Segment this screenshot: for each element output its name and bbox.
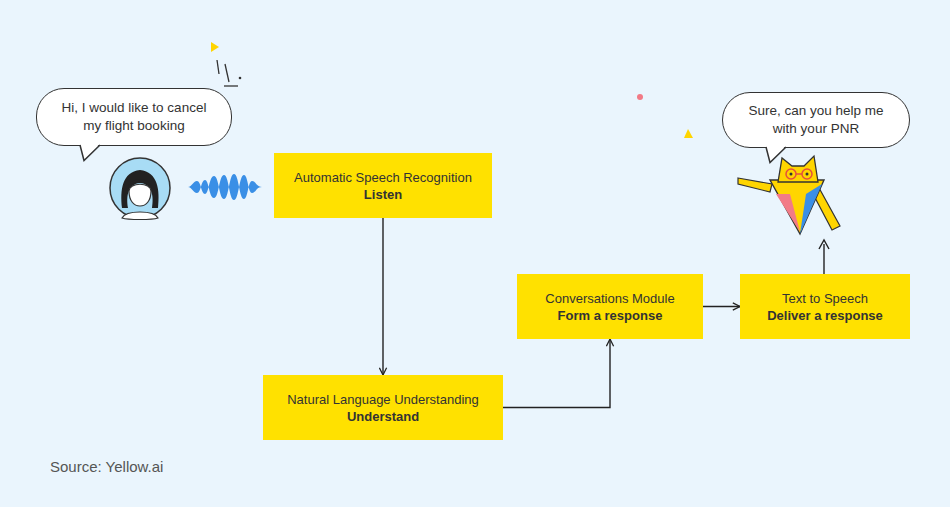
flow-arrow: [703, 306, 740, 307]
bubble-tail: [80, 144, 100, 161]
node-subtitle: Form a response: [558, 307, 663, 324]
node-subtitle: Listen: [364, 186, 402, 203]
node-title: Sure, can you help me with your PNR: [741, 102, 891, 138]
output-arrowhead: [819, 240, 829, 249]
process-box: Text to SpeechDeliver a response: [740, 274, 910, 339]
decor-stroke: [224, 85, 238, 86]
decor-stroke: [217, 60, 219, 74]
bubble-tail-outline: [766, 147, 786, 163]
flow-arrow: [382, 218, 383, 375]
decor-triangle: [684, 129, 693, 138]
node-subtitle: Understand: [347, 408, 419, 425]
node-title: Hi, I would like to cancel my flight boo…: [55, 99, 213, 135]
node-title: Text to Speech: [782, 290, 868, 307]
decor-dot: [637, 94, 643, 100]
person-avatar: [110, 158, 170, 220]
bubble-tail: [766, 146, 786, 163]
process-box: Automatic Speech RecognitionListen: [274, 153, 492, 218]
process-box: Natural Language UnderstandingUnderstand: [263, 375, 503, 440]
process-box: Conversations ModuleForm a response: [517, 274, 703, 339]
node-subtitle: Deliver a response: [767, 307, 883, 324]
flow-arrow: [503, 339, 610, 408]
speech-bubble: Hi, I would like to cancel my flight boo…: [36, 88, 232, 146]
sound-wave: [188, 174, 262, 200]
output-arrow: [823, 244, 824, 274]
node-title: Conversations Module: [545, 290, 674, 307]
decor-triangle: [211, 42, 219, 52]
speech-bubble: Sure, can you help me with your PNR: [722, 92, 910, 148]
node-title: Natural Language Understanding: [287, 391, 479, 408]
decor-dot: [239, 77, 242, 80]
node-title: Automatic Speech Recognition: [294, 169, 472, 186]
source-note: Source: Yellow.ai: [50, 458, 163, 475]
bubble-tail-outline: [80, 145, 100, 161]
decor-stroke: [225, 64, 229, 82]
bot-mascot: [738, 156, 840, 234]
